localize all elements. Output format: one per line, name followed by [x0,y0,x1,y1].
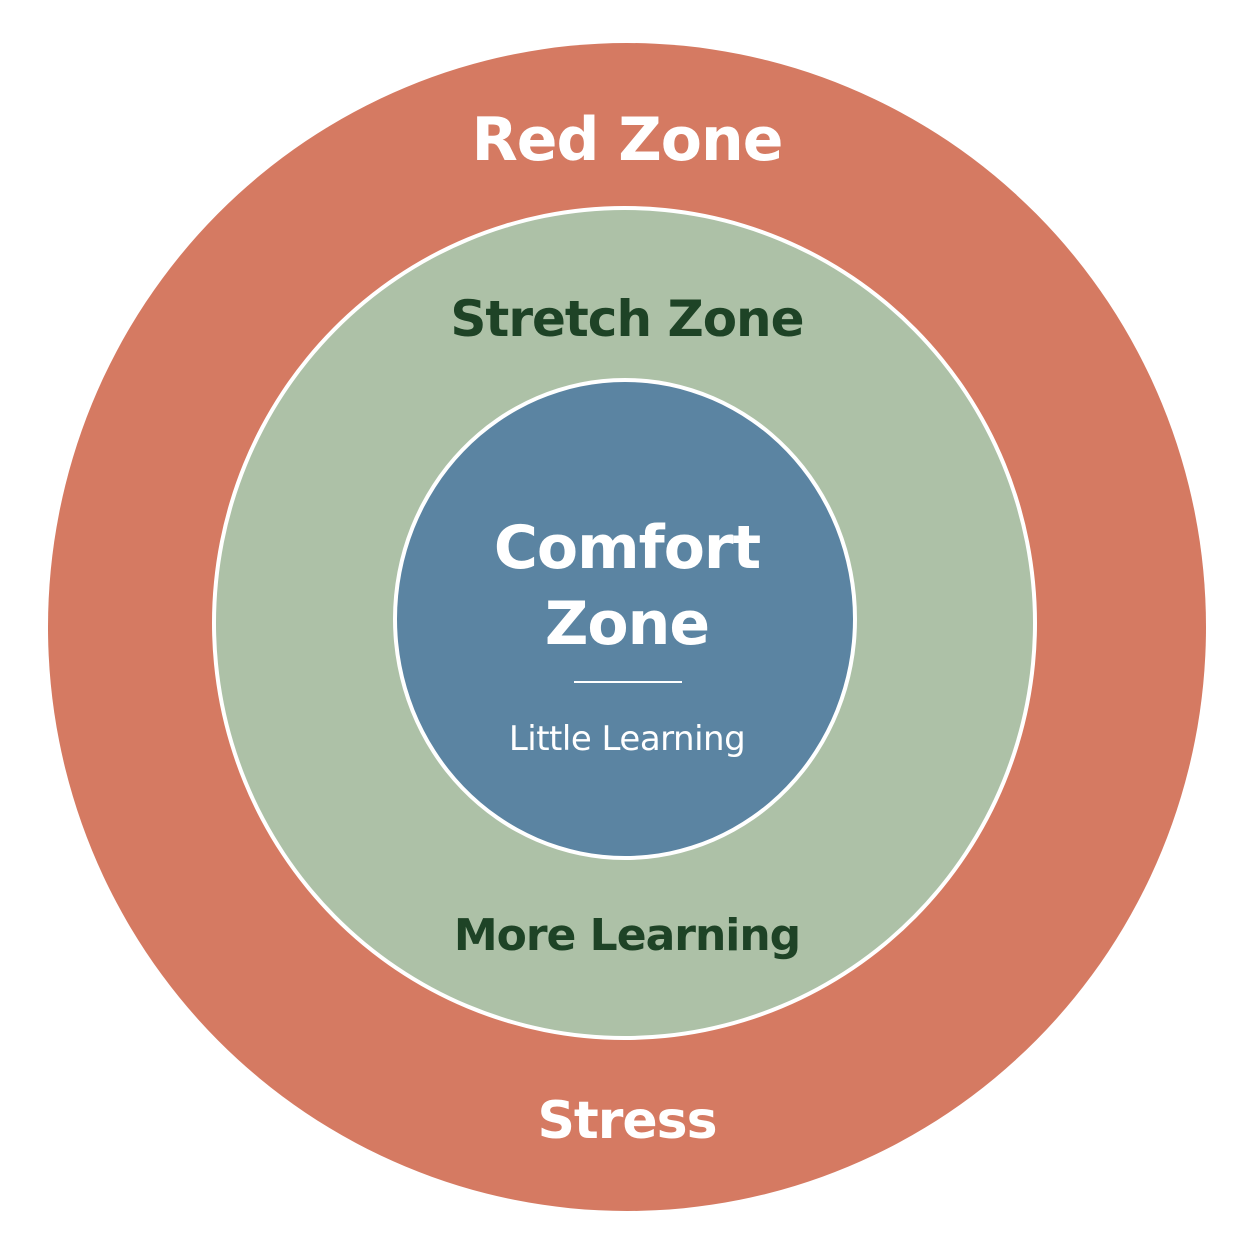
red-zone-subtitle: Stress [537,1091,717,1151]
red-zone-title: Red Zone [471,105,784,175]
comfort-zone-subtitle: Little Learning [508,719,746,759]
comfort-zone-title: Comfort Zone [493,513,761,659]
stretch-zone-subtitle: More Learning [453,910,801,961]
comfort-zone-ring [393,378,857,860]
stretch-zone-title: Stretch Zone [450,290,804,348]
comfort-zone-divider [574,681,682,683]
